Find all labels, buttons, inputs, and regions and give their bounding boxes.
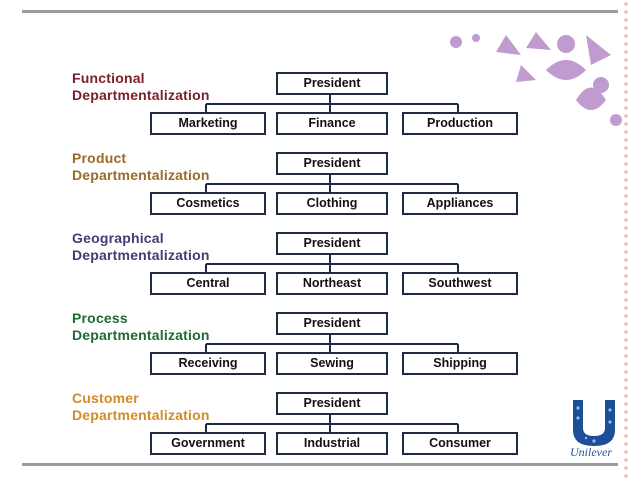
title-line-1: Geographical [72, 230, 164, 246]
title-line-2: Departmentalization [72, 407, 210, 423]
org-box: Northeast [276, 272, 388, 295]
section-title: Product Departmentalization [72, 150, 210, 184]
title-line-1: Customer [72, 390, 139, 406]
section-title: Process Departmentalization [72, 310, 210, 344]
org-box: Clothing [276, 192, 388, 215]
org-connectors [205, 255, 459, 272]
unilever-logo-icon [573, 400, 615, 446]
org-box: Production [402, 112, 518, 135]
org-box: Cosmetics [150, 192, 266, 215]
title-line-2: Departmentalization [72, 167, 210, 183]
org-box: Southwest [402, 272, 518, 295]
org-connectors [205, 415, 459, 432]
org-box: Receiving [150, 352, 266, 375]
org-box: Shipping [402, 352, 518, 375]
org-box: Industrial [276, 432, 388, 455]
org-connectors [205, 335, 459, 352]
section-title: Geographical Departmentalization [72, 230, 210, 264]
section-title: Customer Departmentalization [72, 390, 210, 424]
org-box: Central [150, 272, 266, 295]
section-title: Functional Departmentalization [72, 70, 210, 104]
dotted-border [620, 0, 632, 478]
section-customer: Customer Departmentalization President G… [0, 388, 638, 468]
title-line-1: Functional [72, 70, 145, 86]
president-box: President [276, 392, 388, 415]
section-functional: Functional Departmentalization President… [0, 68, 638, 148]
org-box: Finance [276, 112, 388, 135]
title-line-2: Departmentalization [72, 327, 210, 343]
president-box: President [276, 152, 388, 175]
section-product: Product Departmentalization President Co… [0, 148, 638, 228]
section-geographical: Geographical Departmentalization Preside… [0, 228, 638, 308]
org-box: Appliances [402, 192, 518, 215]
title-line-1: Product [72, 150, 127, 166]
president-box: President [276, 312, 388, 335]
president-box: President [276, 72, 388, 95]
org-connectors [205, 95, 459, 112]
org-box: Government [150, 432, 266, 455]
title-line-2: Departmentalization [72, 87, 210, 103]
org-box: Sewing [276, 352, 388, 375]
org-box: Consumer [402, 432, 518, 455]
floral-decoration [450, 32, 622, 126]
president-box: President [276, 232, 388, 255]
section-process: Process Departmentalization President Re… [0, 308, 638, 388]
unilever-logo-text: Unilever [570, 445, 612, 459]
org-box: Marketing [150, 112, 266, 135]
title-line-2: Departmentalization [72, 247, 210, 263]
title-line-1: Process [72, 310, 128, 326]
bottom-rule [22, 463, 618, 466]
top-rule [22, 10, 618, 13]
org-connectors [205, 175, 459, 192]
